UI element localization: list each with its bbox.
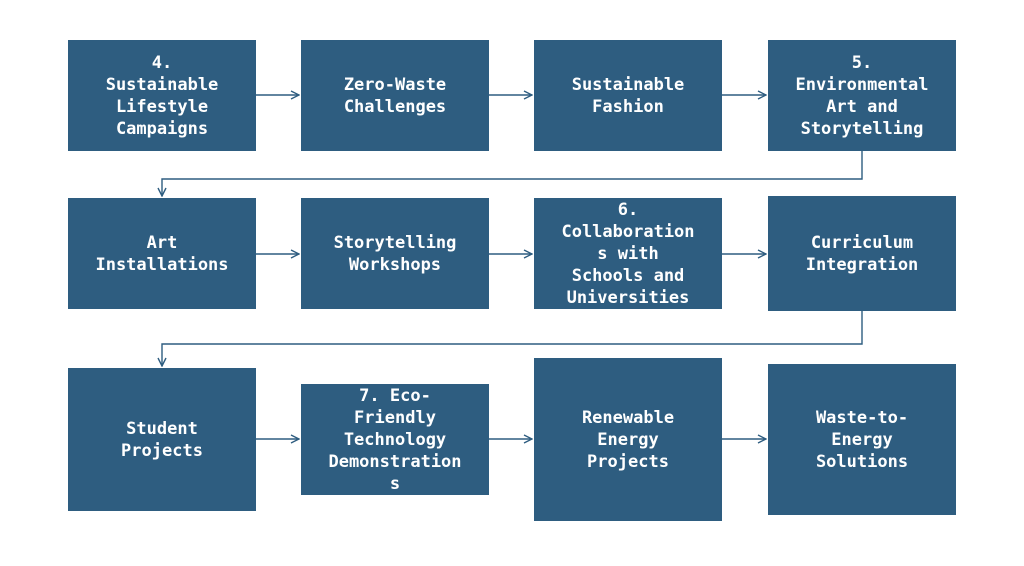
node-eco-friendly-technology: 7. Eco- Friendly Technology Demonstratio…	[301, 384, 489, 495]
node-zero-waste-challenges: Zero-Waste Challenges	[301, 40, 489, 151]
node-art-installations: Art Installations	[68, 198, 256, 309]
node-collaborations-schools: 6. Collaboration s with Schools and Univ…	[534, 198, 722, 309]
node-waste-to-energy-solutions: Waste-to- Energy Solutions	[768, 364, 956, 515]
node-storytelling-workshops: Storytelling Workshops	[301, 198, 489, 309]
connector-arrow-n4-to-n5	[162, 151, 863, 196]
node-renewable-energy-projects: Renewable Energy Projects	[534, 358, 722, 521]
node-environmental-art-storytelling: 5. Environmental Art and Storytelling	[768, 40, 956, 151]
node-student-projects: Student Projects	[68, 368, 256, 511]
node-curriculum-integration: Curriculum Integration	[768, 196, 956, 311]
node-sustainable-fashion: Sustainable Fashion	[534, 40, 722, 151]
connector-arrow-n8-to-n9	[162, 311, 863, 366]
node-sustainable-lifestyle-campaigns: 4. Sustainable Lifestyle Campaigns	[68, 40, 256, 151]
